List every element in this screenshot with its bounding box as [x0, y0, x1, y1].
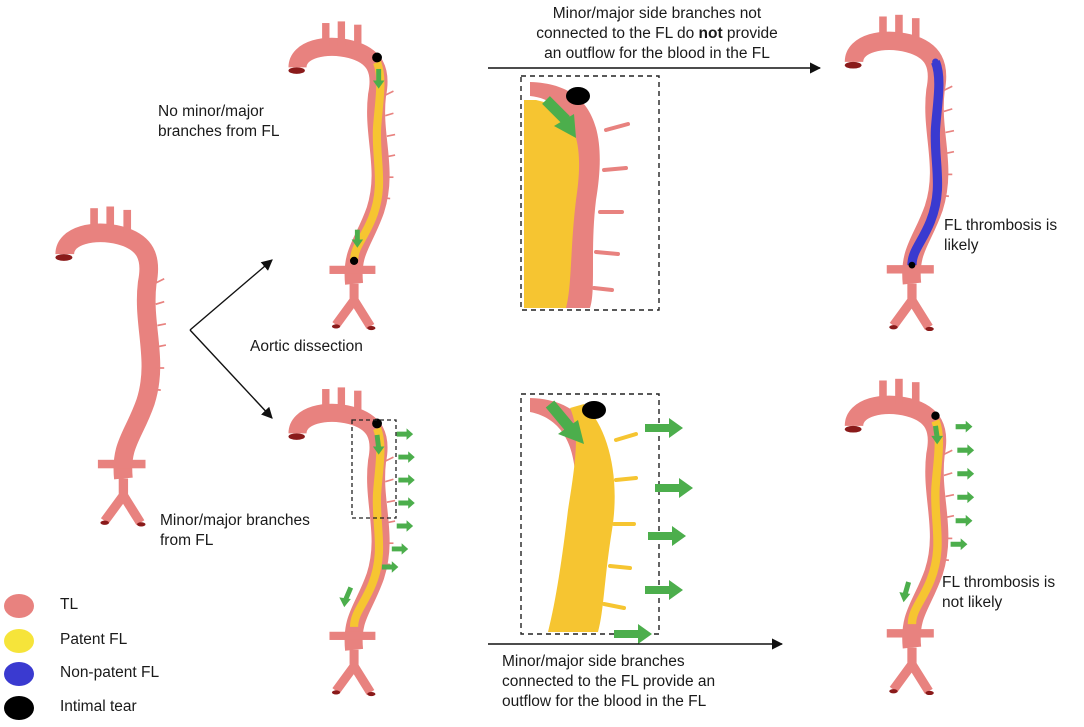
top-caption: Minor/major side branches not connected … — [492, 4, 822, 64]
branches-line2: from FL — [160, 532, 214, 549]
top-caption-line2-start: connected to the FL do — [536, 25, 699, 42]
legend-swatch-patent-fl — [4, 629, 34, 653]
top-caption-line1: Minor/major side branches not — [552, 5, 762, 22]
branches-label: Minor/major branches from FL — [160, 511, 310, 551]
arrow-to-top — [189, 259, 273, 331]
legend-item-intimal-tear: Intimal tear — [0, 693, 200, 723]
aorta-no-branches — [288, 21, 395, 330]
top-caption-line2-end: provide — [722, 25, 778, 42]
legend-item-non-patent-fl: Non-patent FL — [0, 659, 200, 689]
zoom-detail-bottom — [520, 393, 660, 635]
no-branches-label: No minor/major branches from FL — [158, 102, 279, 142]
top-caption-not-bold: not — [698, 25, 723, 42]
bottom-caption-line2: connected to the FL provide an — [502, 673, 716, 690]
aorta-with-branches — [288, 387, 415, 696]
legend: TL Patent FL Non-patent FL Intimal tear — [0, 591, 200, 723]
thrombosis-not-likely-label: FL thrombosis is not likely — [942, 573, 1055, 613]
thrombosis-likely-line1: FL thrombosis is — [944, 217, 1058, 234]
aorta-patent — [845, 379, 975, 695]
legend-label-non-patent-fl: Non-patent FL — [60, 664, 160, 681]
aorta-thrombosed — [845, 15, 954, 331]
thrombosis-likely-line2: likely — [944, 237, 979, 254]
legend-item-patent-fl: Patent FL — [0, 626, 200, 656]
legend-swatch-non-patent-fl — [4, 662, 34, 686]
bottom-caption: Minor/major side branches connected to t… — [502, 652, 782, 712]
thrombosis-likely-label: FL thrombosis is likely — [944, 216, 1057, 256]
legend-label-tl: TL — [60, 596, 79, 613]
legend-label-patent-fl: Patent FL — [60, 631, 128, 648]
branches-line1: Minor/major branches — [160, 512, 310, 529]
top-caption-line2: connected to the FL do not provide — [492, 24, 822, 44]
legend-item-tl: TL — [0, 591, 200, 621]
outflow-arrows-zoom — [614, 418, 693, 644]
legend-swatch-intimal-tear — [4, 696, 34, 720]
legend-swatch-tl — [4, 594, 34, 618]
bottom-caption-line1: Minor/major side branches — [502, 653, 685, 670]
bottom-caption-line3: outflow for the blood in the FL — [502, 693, 707, 710]
no-branches-line1: No minor/major — [158, 103, 264, 120]
aorta-healthy — [55, 207, 166, 527]
top-caption-line3: an outflow for the blood in the FL — [544, 45, 770, 62]
zoom-box-small — [351, 419, 397, 519]
zoom-detail-top — [520, 75, 660, 311]
thrombosis-not-likely-line1: FL thrombosis is — [942, 574, 1056, 591]
arrow-to-bottom — [189, 329, 273, 419]
thrombosis-not-likely-line2: not likely — [942, 594, 1003, 611]
no-branches-line2: branches from FL — [158, 123, 280, 140]
legend-label-intimal-tear: Intimal tear — [60, 698, 137, 715]
aortic-dissection-label: Aortic dissection — [250, 338, 363, 355]
